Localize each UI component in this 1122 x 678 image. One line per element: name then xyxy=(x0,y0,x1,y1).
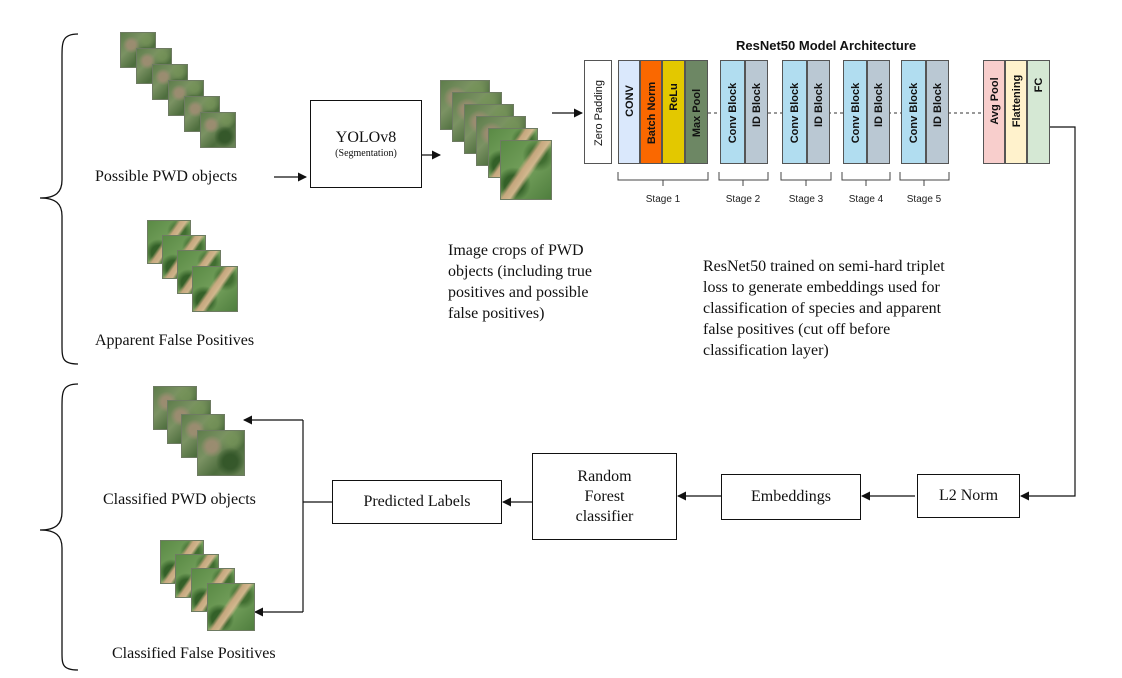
avg-pool-layer: Avg Pool xyxy=(983,60,1005,164)
arrow-fc-to-l2norm xyxy=(1020,126,1076,501)
layer-label: ID Block xyxy=(751,82,763,128)
resnet-caption: ResNet50 trained on semi-hard triplet lo… xyxy=(703,256,945,361)
l2-norm-box: L2 Norm xyxy=(917,474,1020,518)
aerial-image-tile xyxy=(197,430,245,476)
stage-5-label: Stage 5 xyxy=(906,194,942,205)
crops-caption: Image crops of PWD objects (including tr… xyxy=(448,240,592,324)
flattening-layer: Flattening xyxy=(1005,60,1027,164)
possible-pwd-label: Possible PWD objects xyxy=(95,168,238,185)
layer-label: CONV xyxy=(624,85,636,117)
zero-padding-label: Zero Padding xyxy=(593,79,605,147)
rf-line: Random xyxy=(577,467,632,485)
layer-label: Flattening xyxy=(1011,74,1023,128)
classified-fp-label: Classified False Positives xyxy=(112,645,276,662)
architecture-title: ResNet50 Model Architecture xyxy=(736,38,917,53)
layer-label: Conv Block xyxy=(908,82,920,144)
stage-4-label: Stage 4 xyxy=(848,194,884,205)
layer-label: FC xyxy=(1033,77,1045,93)
layer-label: Avg Pool xyxy=(989,77,1001,125)
random-forest-box: Random Forest classifier xyxy=(532,453,677,540)
output-group-brace xyxy=(39,383,79,671)
yolov8-box: YOLOv8 (Segmentation) xyxy=(310,100,422,188)
layer-label: ID Block xyxy=(873,82,885,128)
caption-line: positives and possible xyxy=(448,284,589,301)
l2-norm-label: L2 Norm xyxy=(938,487,999,504)
fc-layer: FC xyxy=(1027,60,1050,164)
layer-label: Conv Block xyxy=(789,82,801,144)
caption-line: Image crops of PWD xyxy=(448,242,584,259)
stage-4-bracket xyxy=(841,172,891,186)
caption-line: loss to generate embeddings used for xyxy=(703,279,940,296)
rf-line: Forest xyxy=(584,487,625,505)
stage-3-label: Stage 3 xyxy=(788,194,824,205)
zero-padding-layer: Zero Padding xyxy=(584,60,612,164)
classified-pwd-label: Classified PWD objects xyxy=(103,491,256,508)
stage-2-conv-block: Conv Block xyxy=(720,60,745,164)
batch-norm-layer: Batch Norm xyxy=(640,60,662,164)
stage-2-id-block: ID Block xyxy=(745,60,768,164)
stage-3-conv-block: Conv Block xyxy=(782,60,807,164)
stage-2-bracket xyxy=(718,172,769,186)
caption-line: false positives) xyxy=(448,305,545,322)
caption-line: objects (including true xyxy=(448,263,592,280)
rf-line: classifier xyxy=(575,507,634,525)
max-pool-layer: Max Pool xyxy=(685,60,708,164)
input-group-brace xyxy=(39,33,79,365)
layer-label: ReLu xyxy=(668,83,680,111)
yolov8-title: YOLOv8 xyxy=(335,129,397,146)
layer-label: Batch Norm xyxy=(646,81,658,145)
caption-line: classification of species and apparent xyxy=(703,300,942,317)
conv-layer: CONV xyxy=(618,60,640,164)
apparent-fp-label: Apparent False Positives xyxy=(95,332,255,349)
aerial-image-tile xyxy=(500,140,552,200)
stage-5-bracket xyxy=(899,172,950,186)
layer-label: Max Pool xyxy=(691,88,703,138)
stage-2-label: Stage 2 xyxy=(725,194,761,205)
aerial-image-tile xyxy=(207,583,255,631)
stage-4-id-block: ID Block xyxy=(867,60,890,164)
layer-label: ID Block xyxy=(932,82,944,128)
embeddings-label: Embeddings xyxy=(751,488,831,505)
embeddings-box: Embeddings xyxy=(721,474,861,520)
layer-label: Conv Block xyxy=(850,82,862,144)
aerial-image-tile xyxy=(192,266,238,312)
relu-layer: ReLu xyxy=(662,60,685,164)
aerial-image-tile xyxy=(200,112,236,148)
caption-line: classification layer) xyxy=(703,342,829,359)
stage-1-bracket xyxy=(617,172,709,186)
stage-5-conv-block: Conv Block xyxy=(901,60,926,164)
caption-line: ResNet50 trained on semi-hard triplet xyxy=(703,258,945,275)
stage-3-bracket xyxy=(780,172,832,186)
yolov8-subtitle: (Segmentation) xyxy=(335,148,397,159)
layer-label: Conv Block xyxy=(727,82,739,144)
layer-label: ID Block xyxy=(813,82,825,128)
predicted-labels-box: Predicted Labels xyxy=(332,480,502,524)
caption-line: false positives (cut off before xyxy=(703,321,891,338)
stage-4-conv-block: Conv Block xyxy=(843,60,867,164)
stage-3-id-block: ID Block xyxy=(807,60,830,164)
stage-1-label: Stage 1 xyxy=(645,194,681,205)
predicted-labels-label: Predicted Labels xyxy=(363,493,471,510)
stage-5-id-block: ID Block xyxy=(926,60,949,164)
